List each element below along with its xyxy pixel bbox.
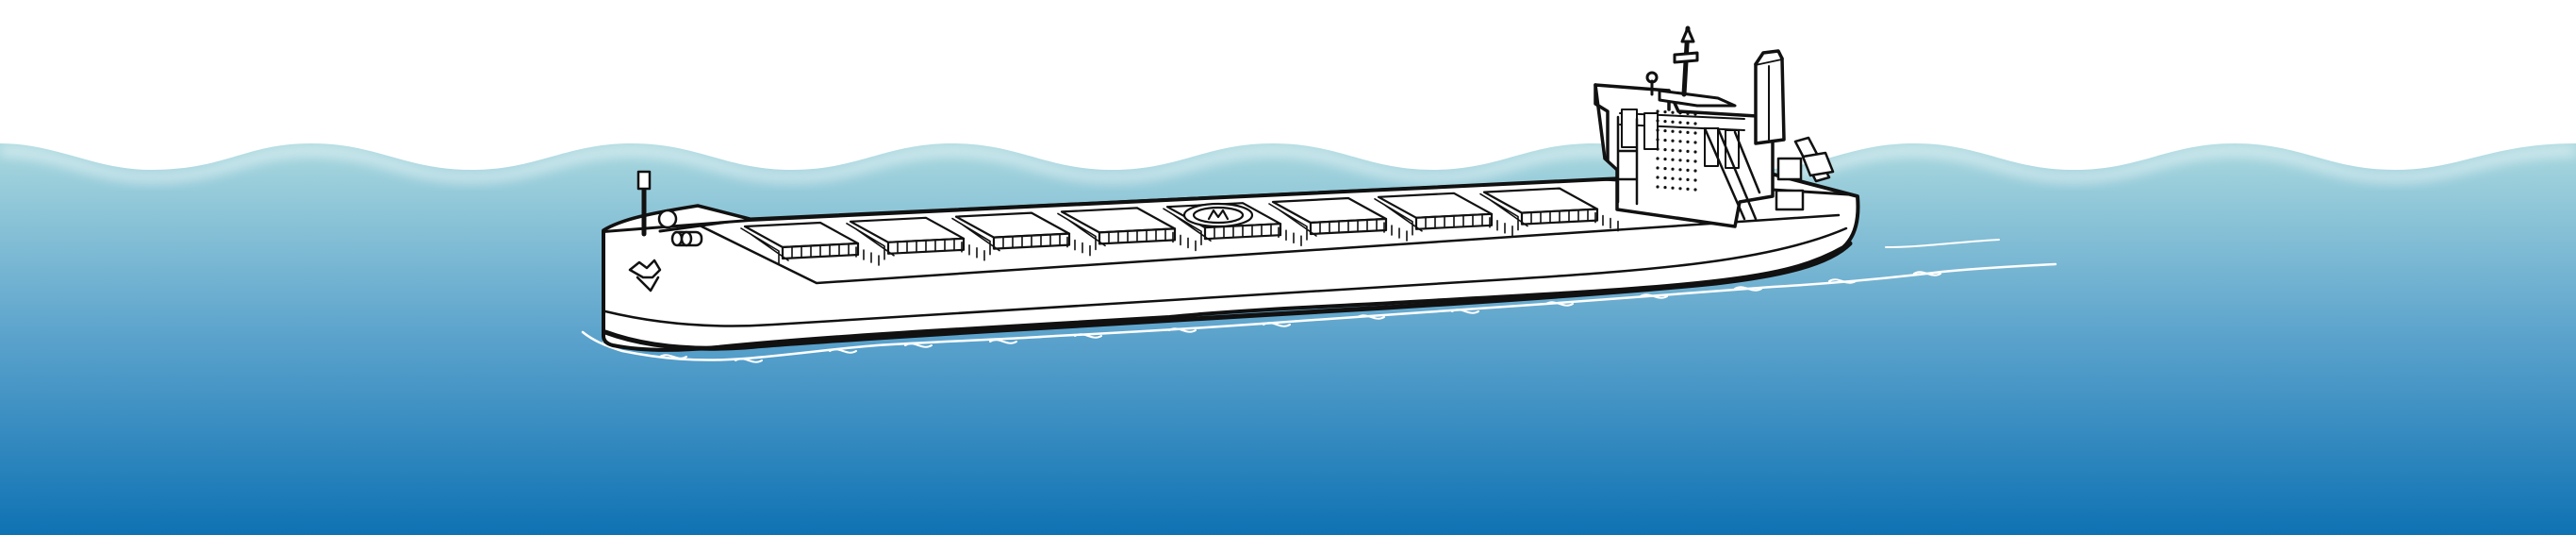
porthole <box>1678 111 1682 115</box>
porthole <box>1693 131 1697 135</box>
radar-mast <box>1645 25 1699 97</box>
porthole <box>1686 121 1690 125</box>
external-stairs <box>1616 115 1761 221</box>
bridge-windows <box>1619 109 1745 169</box>
hull-band <box>603 226 1848 327</box>
porthole <box>1671 176 1675 180</box>
porthole <box>1678 130 1682 134</box>
porthole <box>1656 147 1660 151</box>
waterline <box>603 241 1853 351</box>
porthole <box>1693 112 1697 116</box>
porthole <box>1678 168 1682 172</box>
deck-logo-emblem <box>1182 202 1254 228</box>
porthole <box>1671 120 1675 124</box>
cargo-hatch <box>951 211 1091 257</box>
porthole <box>1663 129 1667 133</box>
deck-inner <box>696 213 1841 285</box>
porthole <box>1656 185 1660 189</box>
bulk-carrier-ship-illustration <box>581 25 2057 363</box>
porthole <box>1686 159 1690 162</box>
cargo-hatch <box>1479 187 1619 232</box>
porthole <box>1671 110 1675 114</box>
porthole <box>1686 168 1690 172</box>
porthole <box>1663 167 1667 171</box>
wave-highlight <box>0 145 2576 183</box>
porthole <box>1693 178 1697 182</box>
porthole <box>1693 150 1697 154</box>
porthole <box>1693 122 1697 125</box>
porthole <box>1663 120 1667 124</box>
porthole <box>1686 177 1690 181</box>
porthole <box>1678 159 1682 162</box>
porthole <box>1693 159 1697 163</box>
porthole <box>1656 157 1660 160</box>
porthole <box>1656 138 1660 142</box>
porthole <box>1671 129 1675 133</box>
porthole <box>1686 140 1690 143</box>
cargo-hatch <box>740 221 880 266</box>
porthole <box>1656 109 1660 113</box>
porthole <box>1686 130 1690 134</box>
porthole <box>1663 148 1667 152</box>
porthole <box>1671 139 1675 142</box>
cargo-hatch <box>1374 192 1513 237</box>
porthole <box>1663 110 1667 114</box>
porthole <box>1671 186 1675 190</box>
bow-winches <box>657 209 703 247</box>
porthole <box>1693 188 1697 192</box>
porthole <box>1678 140 1682 143</box>
funnel <box>1754 49 1786 145</box>
porthole <box>1693 169 1697 173</box>
cargo-hatch <box>1268 196 1408 242</box>
porthole <box>1686 187 1690 191</box>
porthole <box>1663 139 1667 142</box>
superstructure <box>1593 83 1775 228</box>
porthole <box>1663 186 1667 190</box>
porthole <box>1656 176 1660 179</box>
bow-mast <box>636 170 652 237</box>
porthole <box>1656 128 1660 132</box>
porthole <box>1678 187 1682 191</box>
porthole <box>1693 141 1697 144</box>
porthole <box>1686 111 1690 115</box>
porthole <box>1671 158 1675 161</box>
portholes <box>1656 109 1697 192</box>
aft-equipment <box>1775 136 1835 211</box>
porthole <box>1678 177 1682 181</box>
ship-logo-emblem <box>628 259 662 293</box>
porthole <box>1656 119 1660 123</box>
porthole <box>1663 158 1667 161</box>
cargo-hatch <box>846 216 985 261</box>
porthole <box>1678 121 1682 125</box>
porthole <box>1663 176 1667 180</box>
porthole <box>1671 167 1675 171</box>
porthole <box>1656 166 1660 170</box>
porthole <box>1678 149 1682 153</box>
porthole <box>1686 149 1690 153</box>
cargo-hatch <box>1057 207 1197 252</box>
porthole <box>1671 148 1675 152</box>
